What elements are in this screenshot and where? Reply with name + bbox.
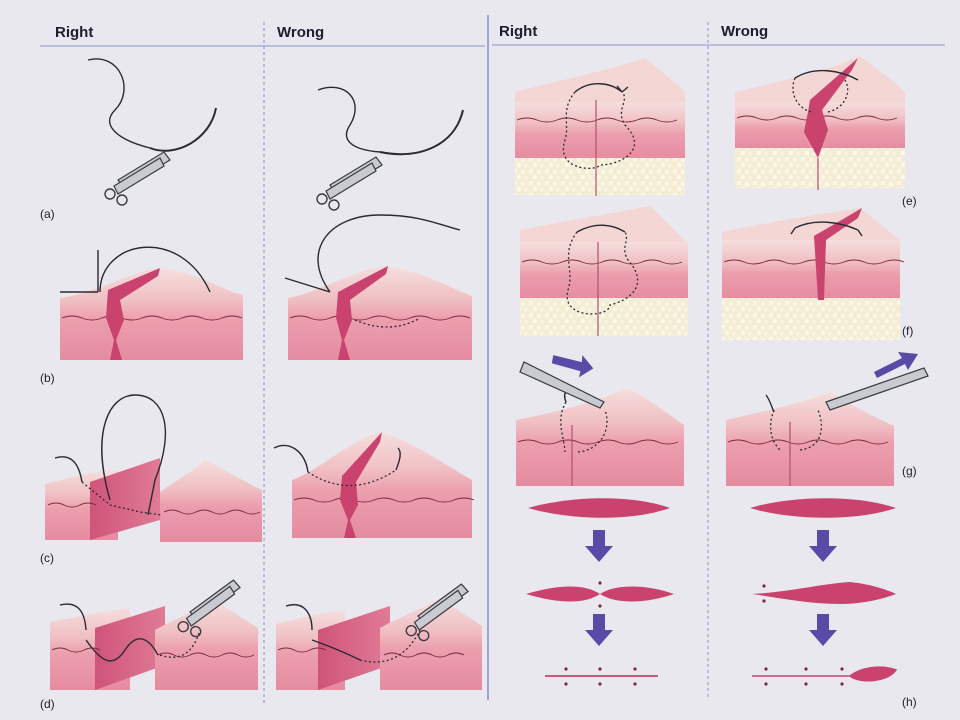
panel-c-right [45,395,262,542]
header-right-left: Right [55,24,93,41]
dermis [515,102,685,160]
dermis [722,240,900,300]
panel-e-wrong [735,56,905,190]
wound-open [528,498,670,518]
direction-arrow-icon [551,352,594,379]
suture-thread [88,59,150,148]
wound-partial [526,587,674,602]
panel-c-wrong [274,432,474,538]
header-right-right: Right [499,23,537,40]
direction-arrow-icon [585,614,613,646]
skin-block [726,392,894,486]
needle-holder-icon [317,157,382,210]
wound-open [750,498,896,518]
direction-arrow-icon [585,530,613,562]
fat-layer [722,298,900,340]
header-wrong-left: Wrong [277,24,324,41]
panel-b-wrong [285,215,472,360]
direction-arrow-icon [809,614,837,646]
panel-label-h: (h) [902,695,917,709]
panel-g-right [516,352,684,486]
header-wrong-right: Wrong [721,23,768,40]
panel-label-d: (d) [40,697,55,711]
panel-h-wrong [750,498,896,685]
panel-d-wrong [276,584,482,690]
curved-needle-icon [150,108,216,151]
needle-holder-icon [105,152,170,205]
direction-arrow-icon [809,530,837,562]
panel-label-c: (c) [40,551,54,565]
panel-h-right [526,498,674,685]
skin-block [292,432,472,538]
panel-label-b: (b) [40,371,55,385]
panel-f-wrong [722,208,904,340]
suture-thread [318,87,380,152]
panel-label-e: (e) [902,194,917,208]
panel-label-g: (g) [902,464,917,478]
fat-layer [515,158,685,195]
skin-block [60,268,243,360]
dermis [520,242,688,300]
panel-a-wrong [317,87,463,210]
panel-b-right [60,247,243,360]
fat-layer [735,148,905,188]
panel-label-f: (f) [902,324,913,338]
wound-wall-left [90,458,160,540]
panel-g-wrong [726,352,928,486]
fat-layer [520,298,688,336]
panel-label-a: (a) [40,207,55,221]
wound-residual [752,667,896,681]
panel-f-right [520,206,688,336]
skin-block [288,266,472,360]
skin-block-right [160,460,262,542]
wound-partial [752,582,896,604]
curved-needle-icon [380,110,463,154]
panel-a-right [88,59,216,205]
panel-d-right [50,580,258,690]
panel-e-right [515,58,685,196]
